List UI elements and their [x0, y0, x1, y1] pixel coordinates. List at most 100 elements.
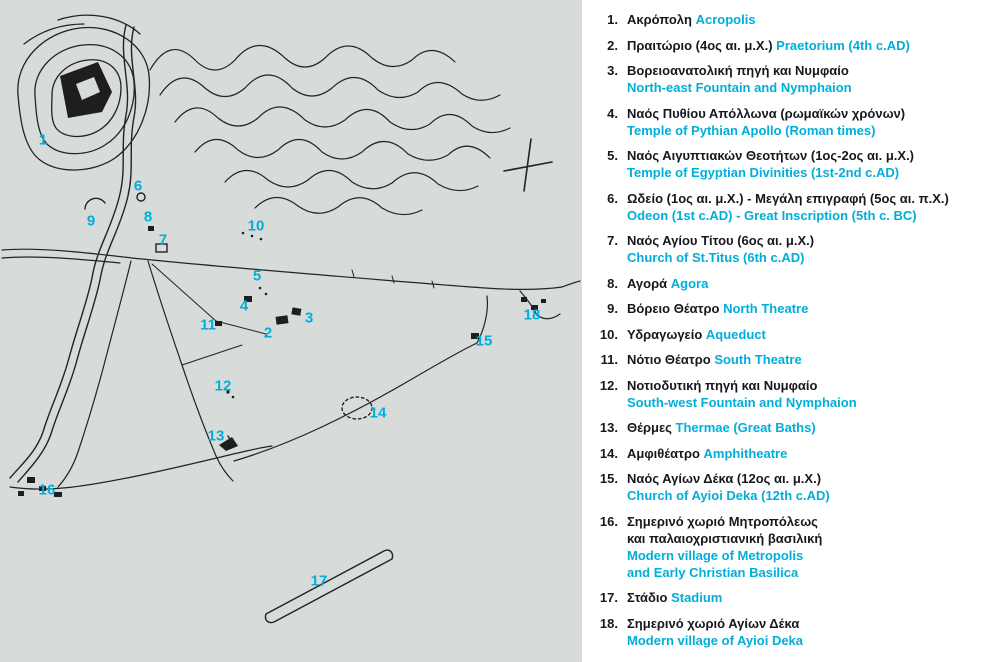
legend-item-1: 1.Ακρόπολη Acropolis: [592, 11, 992, 28]
map-marker-4: 4: [239, 297, 249, 315]
legend-item-greek: Νοτιοδυτική πηγή και Νυμφαίο: [627, 377, 818, 393]
legend-item-text: Νότιο Θέατρο South Theatre: [627, 351, 992, 368]
site-buildings: [18, 226, 546, 497]
legend-item-11: 11. Νότιο Θέατρο South Theatre: [592, 351, 992, 368]
legend-item-number: 11.: [600, 352, 618, 367]
legend-item-greek: Ναός Πυθίου Απόλλωνα (ρωμαϊκών χρόνων): [627, 105, 906, 121]
legend-item-english: North-east Fountain and Nymphaion: [627, 80, 852, 95]
map-marker-10: 10: [247, 217, 265, 235]
site-map-drawing: [1, 14, 581, 624]
legend-item-greek: Ναός Αγίων Δέκα (12ος αι. μ.Χ.): [627, 471, 822, 486]
roads: [1, 248, 581, 490]
map-marker-6: 6: [133, 177, 143, 195]
legend-item-number: 12.: [599, 377, 618, 393]
legend-item-5: 5. Ναός Αιγυπτιακών Θεοτήτων (1ος-2ος αι.…: [592, 147, 992, 181]
legend-item-number: 8.: [607, 275, 618, 291]
legend-item-number: 4.: [607, 105, 618, 121]
legend-item-number: 6.: [607, 190, 618, 206]
legend-item-english: Temple of Egyptian Divinities (1st-2nd c…: [627, 165, 900, 180]
legend-item-english: Stadium: [671, 590, 723, 605]
legend-item-greek: Στάδιο: [627, 590, 668, 605]
legend-item-greek: Πραιτώριο (4ος αι. μ.Χ.): [627, 37, 773, 53]
map-marker-16: 16: [38, 481, 56, 499]
legend-item-number: 17.: [599, 590, 618, 605]
map-marker-9: 9: [86, 212, 96, 230]
legend-item-10: 10. Υδραγωγείο Aqueduct: [592, 326, 992, 343]
legend-item-8: 8. Αγορά Agora: [592, 275, 992, 292]
legend-item-greek: Ακρόπολη: [627, 12, 692, 27]
map-marker-17: 17: [310, 572, 328, 590]
legend-item-english: South Theatre: [714, 352, 802, 367]
legend-item-english: Amphitheatre: [703, 445, 788, 461]
legend-item-greek: Σημερινό χωριό Μητροπόλεως: [627, 513, 818, 529]
legend-item-15: 15.Ναός Αγίων Δέκα (12ος αι. μ.Χ.)Church…: [592, 470, 992, 504]
legend-item-text: Ωδείο (1ος αι. μ.Χ.) - Μεγάλη επιγραφή (…: [627, 190, 992, 224]
legend-item-english: Acropolis: [695, 12, 756, 27]
legend-item-text: Πραιτώριο (4ος αι. μ.Χ.) Praetorium (4th…: [627, 37, 992, 54]
north-theatre-glyph: [84, 197, 106, 210]
legend-item-greek: Αγορά: [627, 275, 668, 291]
map-marker-3: 3: [304, 309, 314, 327]
legend-item-text: Ναός Αγίου Τίτου (6ος αι. μ.Χ.)Church of…: [627, 232, 992, 266]
legend-item-2: 2. Πραιτώριο (4ος αι. μ.Χ.) Praetorium (4…: [592, 37, 992, 54]
legend-item-4: 4. Ναός Πυθίου Απόλλωνα (ρωμαϊκών χρόνων)…: [592, 105, 992, 139]
legend-item-number: 2.: [607, 37, 618, 53]
legend-item-greek: και παλαιοχριστιανική βασιλική: [627, 530, 823, 546]
legend-item-greek: Αμφιθέατρο: [627, 445, 700, 461]
map-marker-7: 7: [158, 231, 168, 249]
legend-item-greek: Ναός Αιγυπτιακών Θεοτήτων (1ος-2ος αι. μ…: [627, 148, 915, 163]
legend-item-number: 5.: [607, 148, 618, 163]
legend-item-english: and Early Christian Basilica: [627, 564, 799, 580]
legend-item-14: 14.Αμφιθέατρο Amphitheatre: [592, 445, 992, 462]
legend-item-text: Υδραγωγείο Aqueduct: [627, 326, 992, 343]
map-marker-18: 18: [523, 306, 541, 324]
legend-item-english: Agora: [670, 275, 709, 291]
map-marker-14: 14: [369, 404, 387, 422]
legend-item-6: 6. Ωδείο (1ος αι. μ.Χ.) - Μεγάλη επιγραφή…: [592, 190, 992, 224]
map-marker-15: 15: [475, 332, 493, 350]
legend-item-english: Modern village of Ayioi Deka: [627, 632, 804, 648]
legend-item-text: Θέρμες Thermae (Great Baths): [627, 419, 992, 436]
legend-item-text: Βόρειο Θέατρο North Theatre: [627, 300, 992, 317]
st-titus-glyph: [155, 243, 168, 253]
amphitheatre-glyph: [341, 396, 373, 420]
legend-item-number: 10.: [599, 326, 618, 342]
legend-item-english: Church of Ayioi Deka (12th c.AD): [627, 488, 830, 503]
legend-item-greek: Υδραγωγείο: [627, 326, 703, 342]
cross-symbol: [503, 138, 553, 192]
river: [9, 24, 137, 483]
contour-hill: [17, 14, 151, 171]
legend-item-english: Odeon (1st c.AD) - Great Inscription (5t…: [627, 207, 917, 223]
legend-item-text: Αγορά Agora: [627, 275, 992, 292]
legend-item-english: South-west Fountain and Nymphaion: [627, 394, 857, 410]
legend-item-greek: Νότιο Θέατρο: [627, 352, 711, 367]
legend-item-english: Modern village of Metropolis: [627, 547, 804, 563]
legend-item-number: 7.: [607, 233, 618, 248]
map-marker-5: 5: [252, 267, 262, 285]
mountain-ridges: [149, 44, 511, 216]
stadium-glyph: [264, 549, 394, 624]
legend-item-english: Aqueduct: [705, 326, 766, 342]
legend-item-text: Αμφιθέατρο Amphitheatre: [627, 445, 992, 462]
legend-item-greek: Βόρειο Θέατρο: [627, 301, 720, 316]
legend-list: 1.Ακρόπολη Acropolis 2. Πραιτώριο (4ος αι.…: [592, 11, 992, 649]
map-marker-1: 1: [38, 131, 48, 149]
legend-item-text: Ναός Πυθίου Απόλλωνα (ρωμαϊκών χρόνων)Te…: [627, 105, 992, 139]
legend-item-number: 16.: [599, 513, 618, 529]
map-marker-12: 12: [214, 377, 232, 395]
legend-item-17: 17. Στάδιο Stadium: [592, 589, 992, 606]
map-marker-13: 13: [207, 427, 225, 445]
legend-item-greek: Σημερινό χωριό Αγίων Δέκα: [627, 615, 800, 631]
legend-item-greek: Θέρμες: [627, 420, 672, 435]
map-marker-2: 2: [263, 324, 273, 342]
legend-item-number: 13.: [599, 420, 618, 435]
legend-item-9: 9.Βόρειο Θέατρο North Theatre: [592, 300, 992, 317]
